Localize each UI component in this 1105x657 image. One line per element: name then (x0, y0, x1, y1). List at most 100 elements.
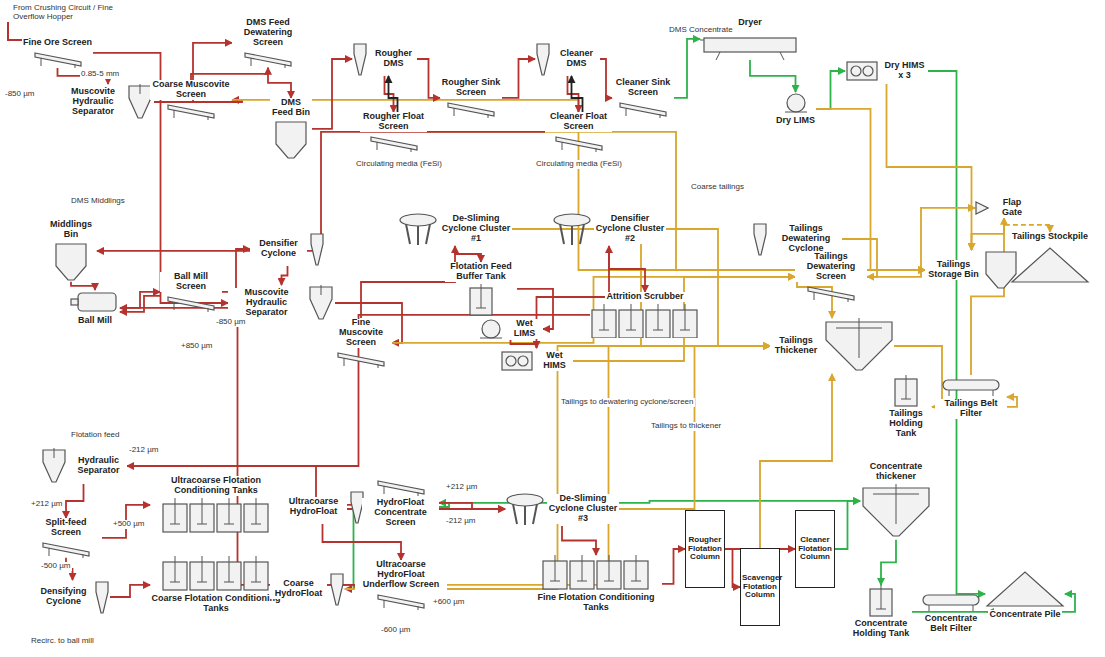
equipment: Ball Mill (70, 290, 120, 326)
flow-line (816, 71, 845, 109)
flow-line (928, 71, 985, 594)
equipment: Tailings Holding Tank (880, 375, 932, 439)
icon-holder (921, 590, 981, 612)
equipment: Tailings Dewatering Cyclone (752, 222, 842, 256)
equipment-icon (309, 232, 325, 266)
icon-holder (161, 498, 271, 534)
equipment-label: Concentrate thickener (860, 462, 932, 482)
equipment-label: Tailings Dewatering Screen (795, 252, 867, 282)
equipment: DMS Feed Bin (270, 98, 312, 160)
equipment-icon (161, 556, 271, 592)
equipment-label: Coarse Flotation Conditioning Tanks (150, 594, 282, 614)
stream-label: -850 µm (215, 318, 247, 327)
icon-holder (161, 556, 271, 592)
icon-holder (552, 212, 592, 246)
icon-holder (40, 448, 68, 484)
flotation-column: Scavenger Flotation Column (740, 548, 780, 626)
equipment-icon (274, 120, 308, 160)
equipment-label: Tailings Thickener (770, 336, 822, 356)
icon-holder (94, 580, 110, 614)
stream-label: 0.85-5 mm (80, 70, 120, 79)
equipment-label: Hydraulic Separator (70, 456, 127, 476)
equipment-icon (985, 568, 1065, 608)
equipment: Densifying Cyclone (35, 580, 110, 614)
flow-line (881, 540, 896, 585)
equipment: Cleaner Float Screen (545, 112, 612, 152)
equipment: Flotation Feed Buffer Tank (445, 262, 517, 316)
equipment-icon (369, 134, 419, 152)
equipment-icon (376, 592, 426, 610)
equipment-label: Dry LIMS (775, 116, 816, 126)
equipment-icon (552, 212, 592, 246)
equipment-icon (500, 348, 534, 374)
flow-line (674, 39, 700, 98)
flow-line (268, 68, 291, 98)
equipment: DMS Feed Dewatering Screen (232, 18, 304, 68)
icon-holder (309, 232, 325, 266)
equipment-label: Densifier Cyclone (250, 239, 307, 259)
equipment-label: Cleaner Sink Screen (612, 78, 674, 98)
equipment: Dry LIMS (775, 92, 816, 126)
stream-label: Flotation feed (70, 431, 120, 440)
flow-line (619, 346, 770, 509)
flow-line (439, 501, 860, 503)
equipment: Wet LIMS (478, 318, 543, 340)
icon-holder (806, 284, 856, 302)
icon-holder (329, 572, 345, 606)
equipment-icon (541, 555, 651, 591)
equipment-label: Wet LIMS (506, 319, 543, 339)
equipment-icon (54, 242, 88, 282)
icon-holder (541, 555, 651, 591)
equipment-label: DMS Feed Bin (270, 98, 312, 118)
equipment-label: Fine Muscovite Screen (330, 318, 392, 348)
icon-holder (376, 592, 426, 610)
equipment-label: Tailings Holding Tank (880, 409, 932, 439)
equipment-label: Scavenger Flotation Column (741, 574, 779, 600)
icon-holder (468, 284, 494, 316)
equipment-label: Rougher Sink Screen (440, 78, 502, 98)
equipment-icon (307, 285, 335, 321)
icon-holder (500, 348, 534, 374)
equipment: Fine Flotation Conditioning Tanks (530, 555, 662, 613)
equipment-label: Wet HIMS (536, 351, 573, 371)
stream-label: +850 µm (180, 342, 214, 351)
icon-holder (824, 318, 894, 374)
flow-line (562, 526, 596, 555)
flow-line (972, 218, 1005, 250)
equipment: Densifier Cyclone (250, 232, 325, 266)
equipment-icon (752, 222, 768, 256)
icon-holder (535, 42, 551, 76)
equipment-label: Ultracoarse Flotation Conditioning Tanks (150, 476, 282, 496)
equipment: Attrition Scrubber (590, 292, 700, 338)
equipment-icon (94, 580, 110, 614)
icon-holder (868, 585, 894, 617)
icon-holder (352, 42, 368, 76)
stream-label: +212 µm (30, 500, 64, 509)
equipment: Coarse HydroFloat (270, 572, 345, 606)
equipment: Tailings Belt Filter (935, 375, 1007, 419)
equipment: Rougher Float Screen (360, 112, 427, 152)
stream-label: -212 µm (445, 517, 477, 526)
icon-holder (398, 212, 438, 246)
stream-label: +500 µm (112, 520, 146, 529)
equipment: Coarse Muscovite Screen (150, 80, 232, 120)
stream-label: From Crushing Circuit / Fine Overflow Ho… (12, 4, 144, 22)
flow-line (512, 229, 770, 346)
stream-label: Tailings to thickener (650, 422, 722, 431)
icon-holder (369, 134, 419, 152)
equipment: Ultracoarse Flotation Conditioning Tanks (150, 476, 282, 534)
flow-line (511, 340, 537, 348)
equipment: Concentrate thickener (860, 462, 932, 540)
flow-line (666, 229, 770, 346)
icon-holder (985, 568, 1065, 608)
equipment: Cleaner DMS (535, 42, 600, 76)
equipment-icon (478, 318, 504, 340)
stream-label: -850 µm (4, 90, 36, 99)
stream-label: DMS Concentrate (668, 26, 734, 35)
flow-line (568, 76, 579, 112)
flow-line (97, 132, 545, 251)
flow-line (120, 296, 160, 312)
equipment-icon (398, 212, 438, 246)
equipment: Tailings Stockpile (1010, 232, 1090, 284)
equipment-label: Fine Flotation Conditioning Tanks (530, 593, 662, 613)
